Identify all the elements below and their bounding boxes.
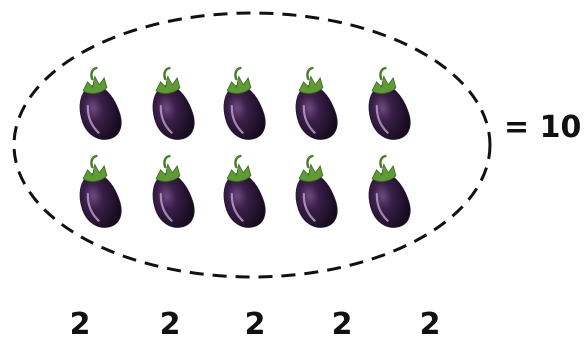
eggplant-grid	[79, 66, 411, 228]
eggplant-icon	[79, 154, 122, 228]
eggplant-icon	[152, 154, 195, 228]
group-label-1: 2	[69, 307, 91, 342]
eggplant-icon	[295, 66, 338, 140]
eggplant-icon	[152, 66, 195, 140]
group-label-5: 2	[419, 307, 441, 342]
eggplant-icon	[79, 66, 122, 140]
eggplant-icon	[295, 154, 338, 228]
group-label-3: 2	[244, 307, 266, 342]
eggplant-icon	[368, 154, 411, 228]
group-label-4: 2	[331, 307, 353, 342]
eggplant-icon	[368, 66, 411, 140]
group-label-2: 2	[159, 307, 181, 342]
dashed-group-boundary	[12, 11, 492, 279]
total-label: = 10	[504, 110, 582, 145]
eggplant-icon	[223, 154, 266, 228]
eggplant-icon	[223, 66, 266, 140]
